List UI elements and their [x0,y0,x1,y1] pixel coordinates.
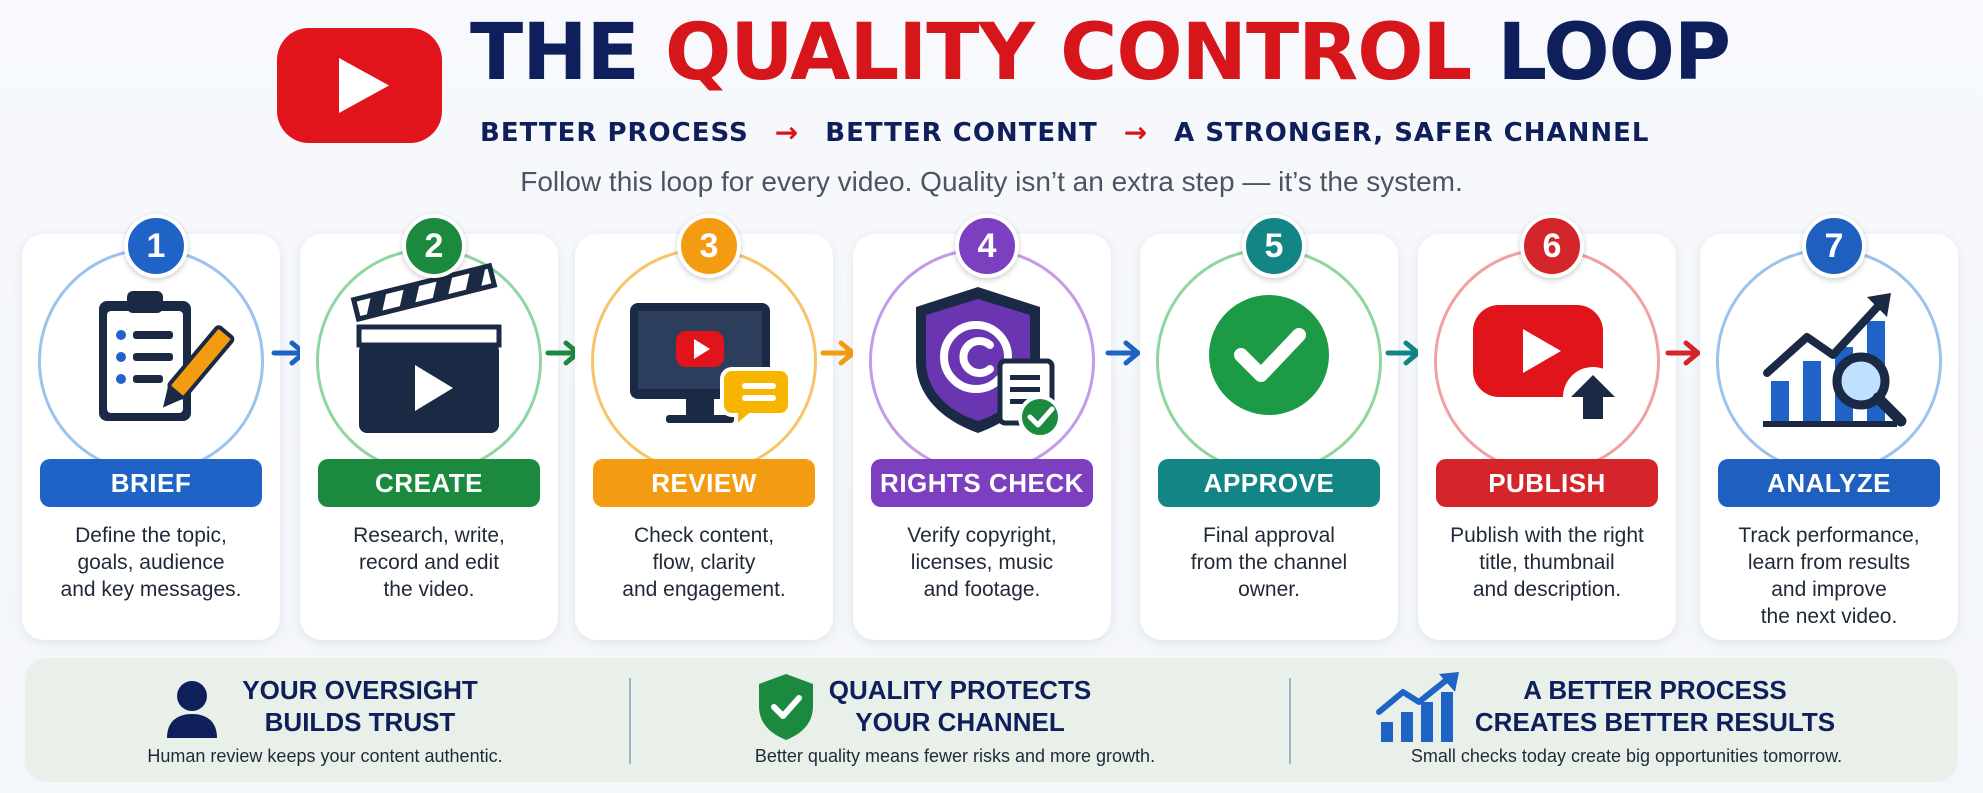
step-number-badge: 2 [402,214,466,278]
step-description: Verify copyright, licenses, music and fo… [907,524,1057,601]
step-label: ANALYZE [1718,459,1940,507]
footer-item-oversight: YOUR OVERSIGHT BUILDS TRUST Human review… [25,658,625,782]
title-part-2: QUALITY CONTROL [664,8,1472,98]
page-title: THE QUALITY CONTROL LOOP [470,14,1731,92]
step-description: Check content, flow, clarity and engagem… [622,524,786,601]
tagline-arrow-1: → [774,116,800,149]
tagline-item-1: BETTER PROCESS [480,117,749,148]
title-part-1: THE [470,8,640,98]
footer-heading: YOUR OVERSIGHT BUILDS TRUST [242,675,478,737]
step-icon-ring [1156,248,1382,474]
step-icon-ring [316,248,542,474]
footer-text: Human review keeps your content authenti… [147,746,503,766]
person-icon [167,681,217,738]
youtube-logo-icon [277,28,442,143]
step-number-badge: 6 [1520,214,1584,278]
step-description: Research, write, record and edit the vid… [353,524,505,601]
clapperboard-icon [350,262,502,433]
title-part-3: LOOP [1497,8,1731,98]
step-number-badge: 3 [677,214,741,278]
tagline-arrow-2: → [1123,116,1149,149]
step-icon-ring [591,248,817,474]
footer-heading: QUALITY PROTECTS YOUR CHANNEL [828,675,1092,737]
arrow-right-icon [1665,340,1701,366]
growth-chart-icon [1376,672,1459,742]
step-icon-ring [1716,248,1942,474]
step-description: Define the topic, goals, audience and ke… [60,524,242,601]
step-label: PUBLISH [1436,459,1658,507]
footer-item-quality: QUALITY PROTECTS YOUR CHANNEL Better qua… [635,658,1275,782]
shield-check-icon [759,674,813,740]
tagline: BETTER PROCESS → BETTER CONTENT → A STRO… [480,116,1649,149]
footer-panel: YOUR OVERSIGHT BUILDS TRUST Human review… [25,658,1958,782]
step-icon-ring [869,248,1095,474]
footer-text: Small checks today create big opportunit… [1410,746,1843,766]
step-number-badge: 1 [124,214,188,278]
subtitle: Follow this loop for every video. Qualit… [520,166,1463,197]
monitor-comment-icon [630,303,792,432]
footer-heading: A BETTER PROCESS CREATES BETTER RESULTS [1474,675,1836,737]
arrow-right-icon [1105,340,1141,366]
step-icon-ring [38,248,264,474]
tagline-item-2: BETTER CONTENT [825,117,1098,148]
copyright-shield-icon [916,287,1062,439]
footer-text: Better quality means fewer risks and mor… [754,746,1156,766]
step-label: BRIEF [40,459,262,507]
step-label: APPROVE [1158,459,1380,507]
step-description: Final approval from the channel owner. [1190,524,1348,601]
step-icon-ring [1434,248,1660,474]
chart-magnifier-icon [1763,293,1907,427]
step-number-badge: 4 [955,214,1019,278]
header: THE QUALITY CONTROL LOOP BETTER PROCESS … [0,0,1983,197]
step-label: CREATE [318,459,540,507]
footer-divider [629,678,631,764]
footer-item-results: A BETTER PROCESS CREATES BETTER RESULTS … [1295,658,1958,782]
step-label: RIGHTS CHECK [871,459,1093,507]
tagline-item-3: A STRONGER, SAFER CHANNEL [1174,117,1650,148]
step-label: REVIEW [593,459,815,507]
step-description: Track performance, learn from results an… [1738,524,1920,628]
footer-divider [1289,678,1291,764]
step-description: Publish with the right title, thumbnail … [1450,524,1644,601]
checkmark-circle-icon [1209,295,1329,415]
play-upload-icon [1473,305,1623,427]
step-number-badge: 5 [1242,214,1306,278]
step-number-badge: 7 [1802,214,1866,278]
clipboard-pencil-icon [99,291,235,421]
